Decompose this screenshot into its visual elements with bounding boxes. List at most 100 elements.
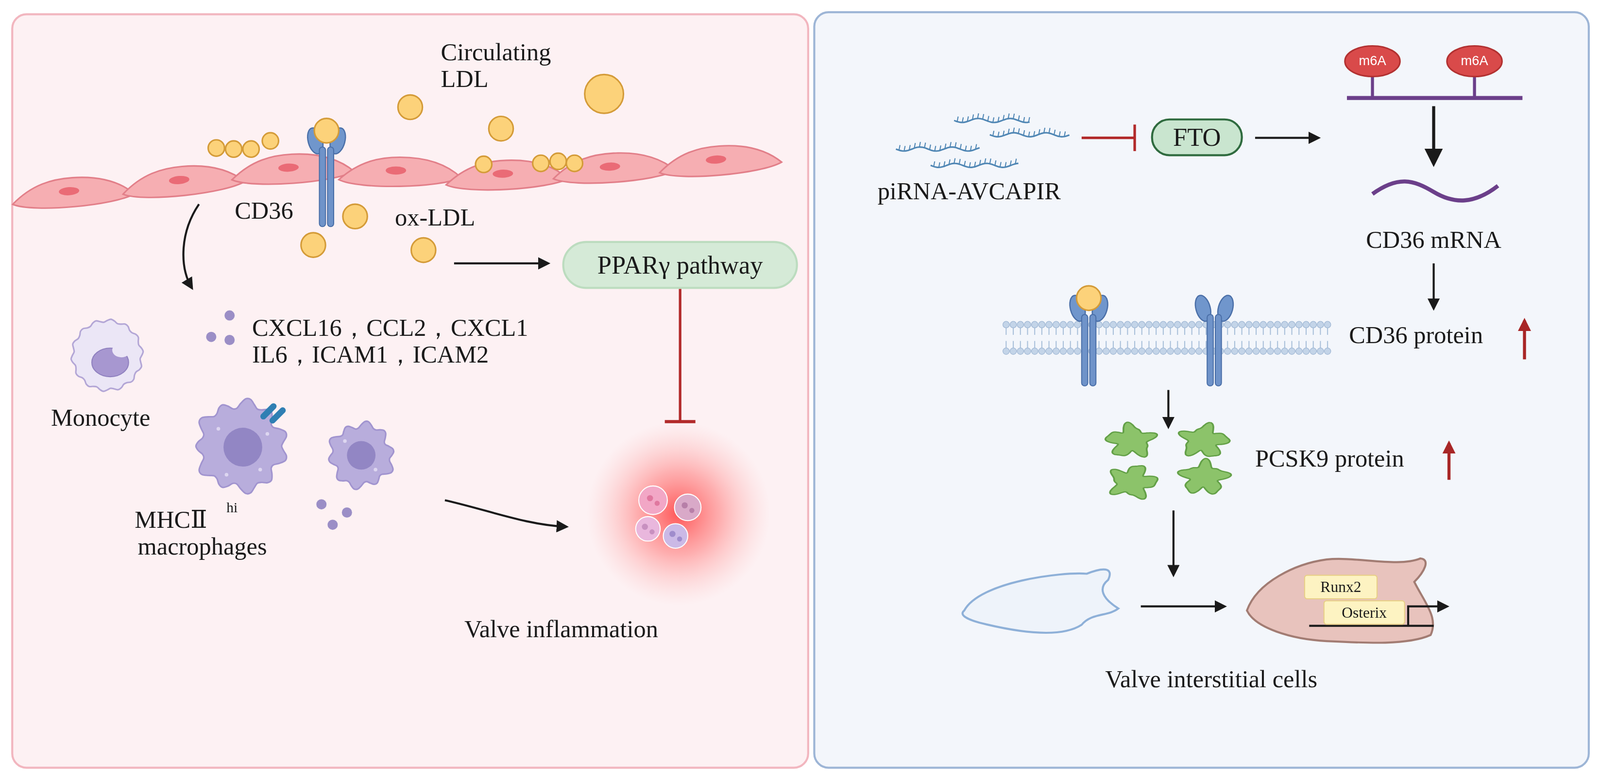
pirna-strands — [1008, 113, 1010, 119]
endothelial-cells — [658, 141, 783, 180]
cell-membrane — [1017, 347, 1024, 355]
cell-membrane — [1324, 347, 1331, 355]
pirna-strands — [953, 158, 955, 164]
pirna-strands — [914, 142, 916, 149]
cell-membrane — [1259, 321, 1267, 328]
ldl-particle — [208, 139, 225, 157]
cell-membrane — [1131, 347, 1138, 355]
pirna-strands — [1023, 130, 1025, 136]
pirna-strands — [1015, 158, 1017, 165]
endothelial-cells — [120, 161, 246, 202]
cell-membrane — [1159, 321, 1167, 328]
pirna-strands — [1018, 128, 1020, 134]
inflammation-focus — [586, 421, 771, 606]
cell-membrane — [1195, 321, 1203, 328]
cell-membrane — [1009, 347, 1017, 355]
cell-label: Monocyte — [51, 404, 151, 432]
cell-membrane — [1074, 347, 1081, 355]
cell-membrane — [1117, 347, 1124, 355]
cell-label: Valve interstitial cells — [1006, 665, 1415, 694]
cell-membrane — [1281, 347, 1288, 355]
pirna-strands — [1028, 131, 1030, 137]
cell-membrane — [1317, 347, 1324, 355]
m6a-mark: m6A — [1344, 44, 1402, 78]
inflammation-focus — [669, 530, 676, 537]
cell-membrane — [1059, 321, 1067, 328]
cd36-receptor — [1076, 285, 1101, 310]
cell-membrane — [1167, 321, 1174, 328]
node-text: Runx2 — [1320, 578, 1362, 596]
flow-arrow — [183, 204, 200, 288]
pirna-strands — [938, 162, 940, 168]
ldl-particle — [411, 237, 436, 262]
node-text: Osterix — [1341, 603, 1387, 621]
pirna-strands — [929, 144, 931, 150]
immune-cells — [224, 472, 229, 477]
cell-membrane — [1174, 321, 1181, 328]
cell-membrane — [1045, 347, 1053, 355]
pirna-strands — [944, 143, 946, 149]
cell-membrane — [1317, 321, 1324, 328]
endothelial-cells — [278, 162, 300, 172]
cell-membrane — [1003, 347, 1010, 355]
endothelial-cells — [11, 173, 136, 211]
pirna-strands — [1003, 115, 1005, 121]
flow-arrow — [1431, 105, 1435, 164]
endothelial-cells — [11, 141, 783, 212]
cell-membrane — [1152, 321, 1159, 328]
immune-cells — [216, 426, 221, 431]
pirna-strands — [977, 113, 979, 119]
pirna-strands — [1023, 117, 1025, 123]
ldl-particle — [225, 140, 242, 158]
cell-membrane — [1195, 347, 1203, 355]
immune-cells — [112, 342, 131, 358]
ldl-particle — [475, 155, 493, 173]
pirna-strands — [982, 114, 984, 120]
endothelial-cells — [552, 150, 677, 186]
mrna-strand — [1472, 75, 1476, 98]
pathway-pill: PPARγ pathway — [562, 240, 799, 290]
pcsk9-protein — [1099, 416, 1234, 503]
cell-label: MHCⅡ — [134, 506, 207, 534]
pirna-strands — [1000, 161, 1002, 168]
pirna-strands — [895, 147, 980, 152]
inflammation-focus — [654, 500, 661, 506]
endothelial-cells — [658, 141, 783, 180]
cell-membrane — [1310, 347, 1317, 355]
left-panel — [12, 14, 809, 767]
m6a-mark: m6A — [1446, 44, 1504, 78]
superscript: hi — [226, 499, 238, 517]
cell-membrane — [1131, 321, 1138, 328]
pirna-strands — [984, 158, 986, 164]
cell-membrane — [1038, 347, 1045, 355]
cell-membrane — [1103, 347, 1110, 355]
cd36-receptor — [1215, 314, 1222, 386]
flow-arrow — [1140, 605, 1225, 608]
right-panel — [814, 12, 1589, 767]
flow-arrow — [1172, 510, 1175, 575]
endothelial-cells — [705, 154, 727, 165]
cell-membrane — [1145, 321, 1153, 328]
cell-membrane — [1003, 321, 1010, 328]
pirna-strands — [994, 160, 996, 166]
immune-cells — [346, 440, 376, 470]
protein-label: PCSK9 protein — [1255, 444, 1405, 473]
enzyme-pill: FTO — [1151, 118, 1243, 157]
pirna-strands — [1043, 127, 1045, 134]
cytokine-dots — [224, 310, 235, 321]
cell-membrane — [1117, 321, 1124, 328]
pirna-strands — [939, 145, 941, 151]
pirna-strands — [895, 113, 1070, 168]
cell-membrane — [1145, 347, 1153, 355]
immune-cells — [258, 467, 263, 472]
immune-cells — [265, 431, 270, 436]
cell-membrane — [1252, 347, 1260, 355]
cd36-receptor — [1067, 285, 1236, 386]
cell-membrane — [1109, 347, 1117, 355]
endothelial-cells — [492, 169, 514, 178]
pirna-strands — [962, 117, 964, 123]
cell-membrane — [1295, 321, 1303, 328]
inflammation-focus — [646, 494, 654, 502]
ldl-label: Circulating LDL — [441, 38, 584, 92]
pirna-strands — [975, 144, 977, 150]
